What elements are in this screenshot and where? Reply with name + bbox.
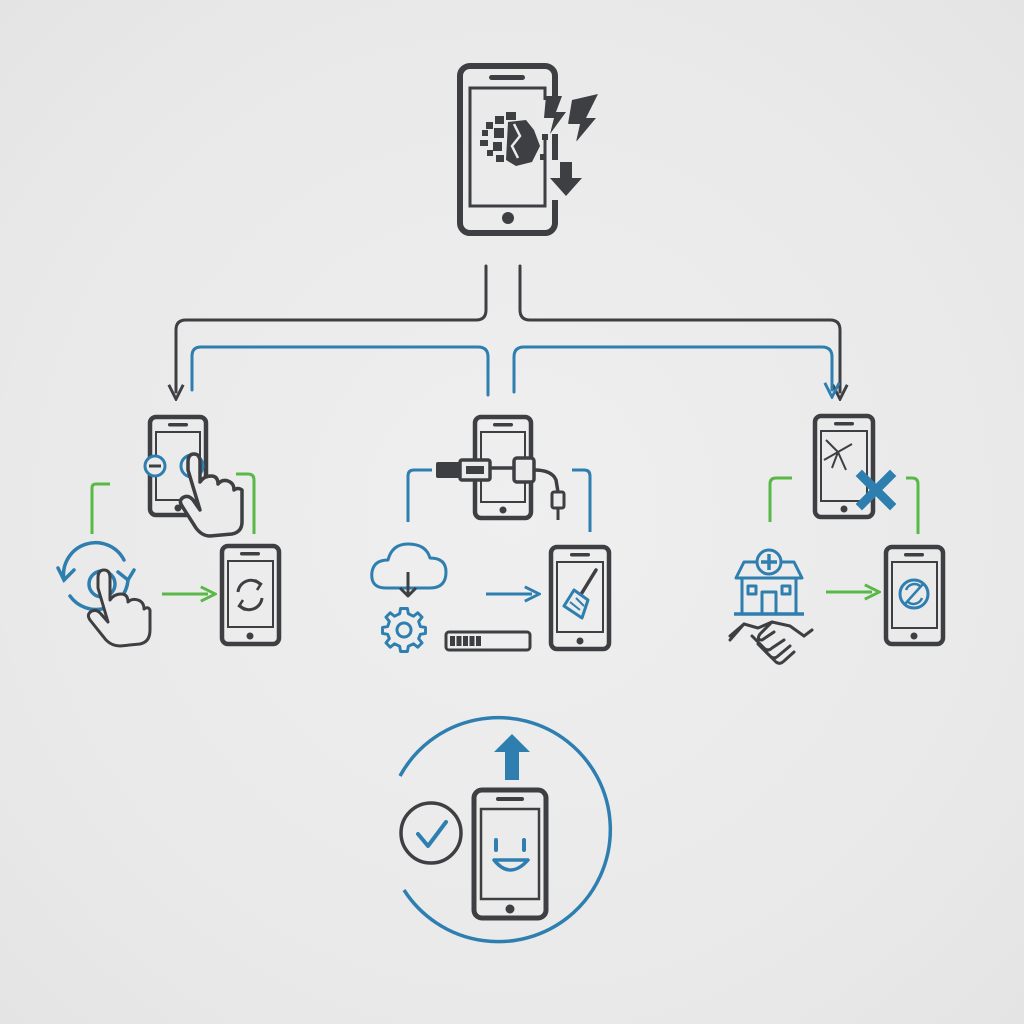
branch-restore-via-cable — [370, 414, 612, 653]
bracket-left — [768, 476, 792, 522]
progress-cell — [476, 636, 481, 646]
branch-soft-reset — [56, 414, 282, 648]
cracked-smartphone-icon — [812, 413, 876, 520]
top-node — [457, 63, 598, 236]
progress-cell — [450, 636, 455, 646]
x-mark-icon — [855, 469, 897, 511]
smartphone-icon — [457, 63, 558, 236]
corrupted-data-icon — [480, 112, 548, 166]
connector-to-branch-1 — [176, 264, 488, 392]
smartphone-restored-icon — [883, 544, 946, 647]
bracket-right — [236, 472, 256, 534]
gear-icon — [381, 607, 427, 653]
smartphone-sync-icon — [219, 543, 282, 647]
connector-blue-right — [512, 345, 832, 392]
branch-connectors — [176, 264, 840, 397]
progress-bar-icon — [444, 630, 532, 652]
usb-cable-icon — [436, 456, 566, 520]
minus-button-icon — [143, 454, 167, 478]
upload-arrow-icon — [494, 734, 530, 780]
progress-cell — [469, 636, 475, 646]
bracket-right — [572, 468, 592, 532]
progress-cell — [463, 636, 468, 646]
result-node — [398, 715, 613, 944]
broom-icon — [562, 568, 598, 620]
bracket-right — [906, 476, 920, 534]
check-circle-icon — [399, 801, 463, 865]
bracket-left — [406, 468, 432, 522]
cloud-download-icon — [370, 542, 448, 598]
progress-fill — [450, 636, 481, 646]
smartphone-clean-icon — [548, 544, 612, 652]
connector-blue-left — [190, 345, 490, 397]
connector-to-branch-3 — [518, 264, 840, 392]
bracket-left — [90, 482, 110, 534]
handshake-icon — [728, 620, 814, 665]
result-ring — [398, 715, 613, 944]
repair-shop-icon — [734, 548, 804, 616]
progress-cell — [456, 636, 462, 646]
lightning-crack-icon — [536, 94, 598, 143]
pointing-hand-icon — [178, 452, 244, 538]
tapping-hand-icon — [86, 568, 152, 648]
download-arrow-icon — [550, 160, 582, 200]
branch-repair-service — [728, 413, 946, 665]
happy-smartphone-icon — [471, 787, 549, 921]
